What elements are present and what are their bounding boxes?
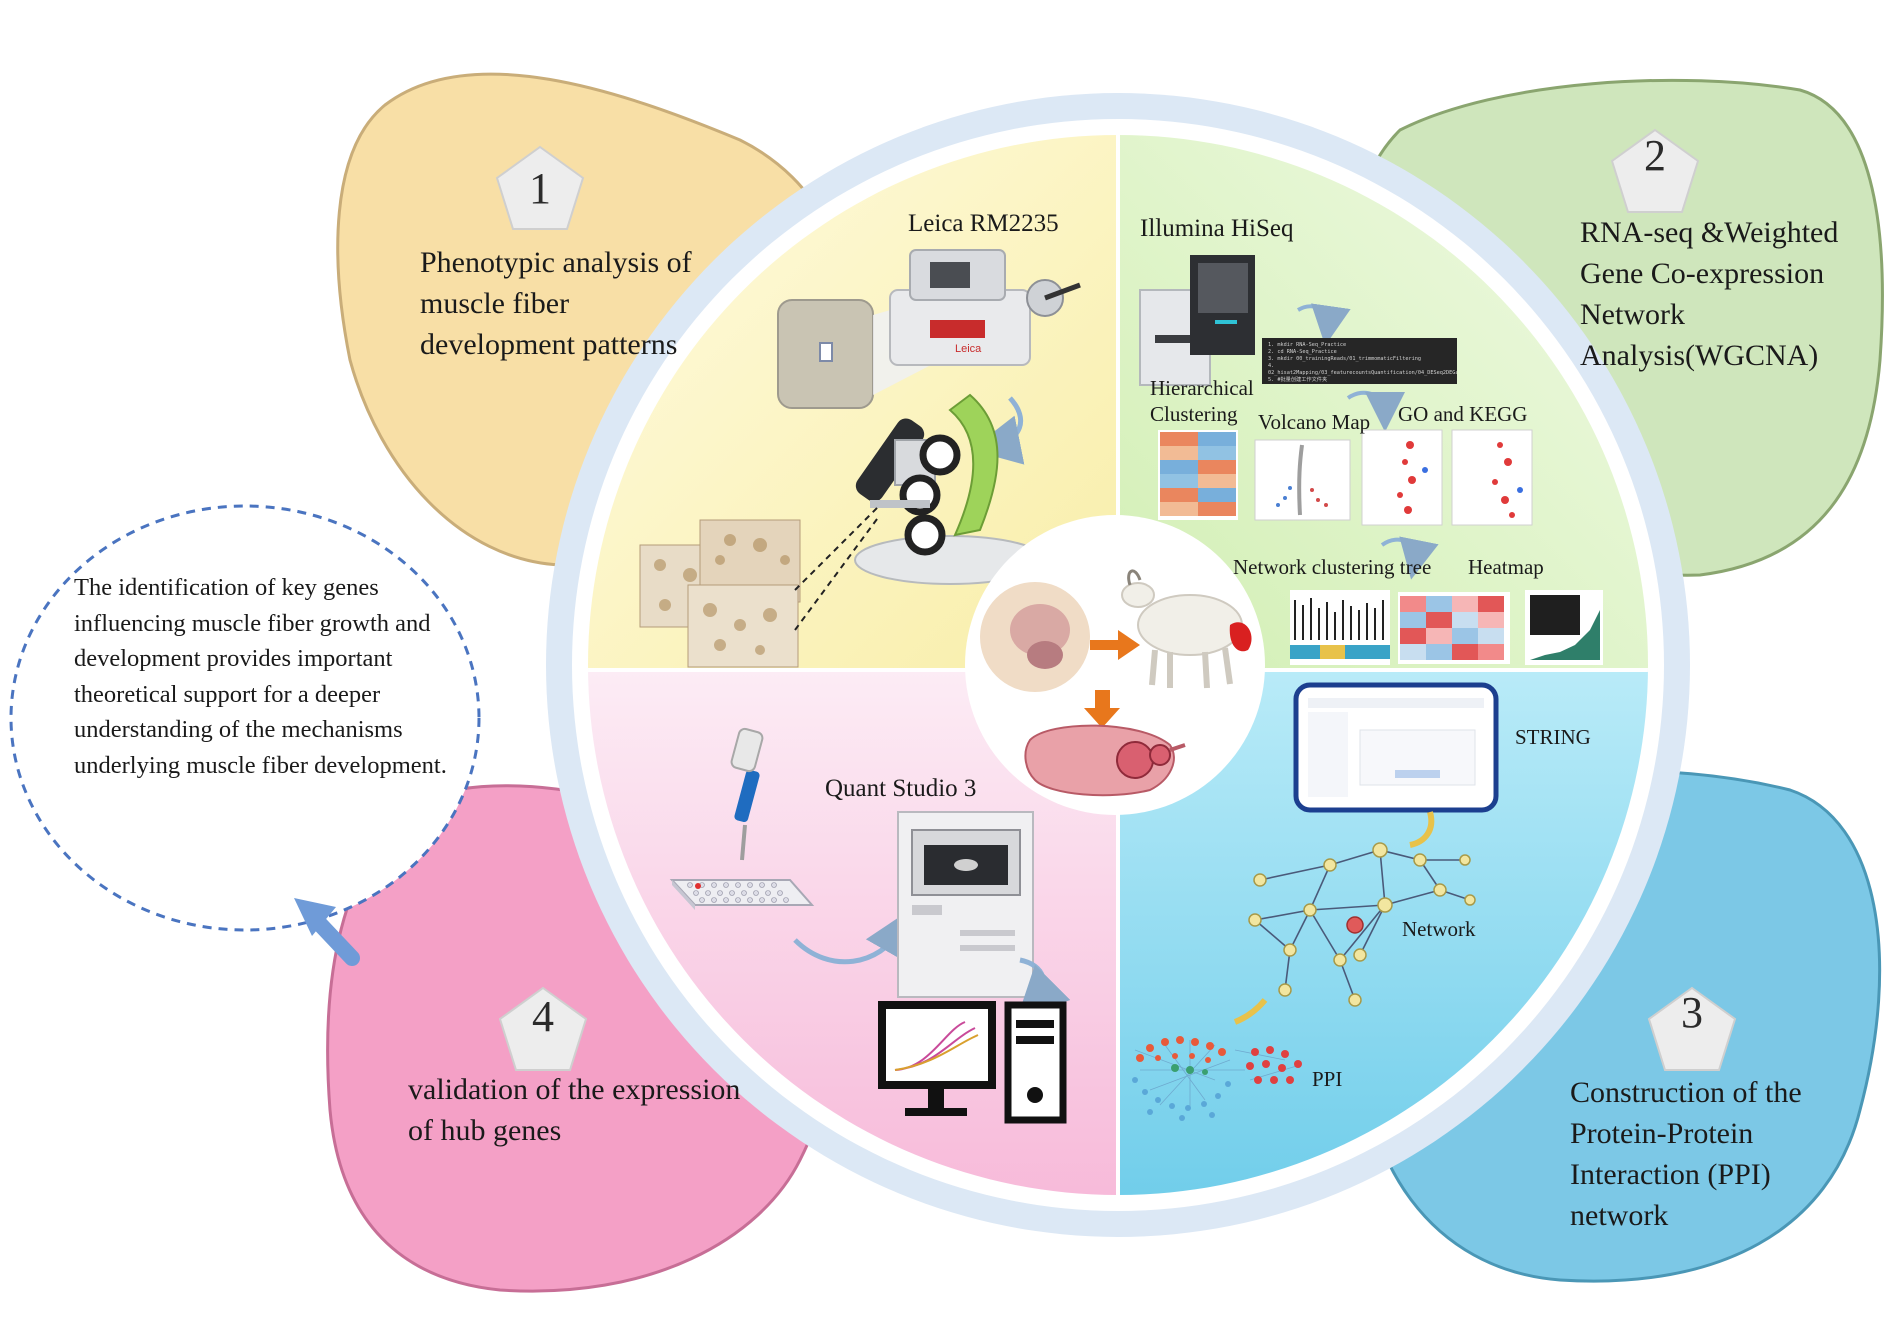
step-title-4: validation of the expression of hub gene… [408, 1073, 741, 1147]
expression-heatmap-thumb [1525, 590, 1603, 665]
label-network: Network [1402, 917, 1476, 941]
command-line-box: 1. mkdir RNA-Seq_Practice 2. cd RNA-Seq_… [1262, 338, 1457, 384]
qpcr-instrument-icon [897, 811, 1034, 998]
step-number-2: 2 [1644, 131, 1666, 180]
go-kegg-thumb [1361, 429, 1533, 526]
step-title-3: Construction of the Protein-Protein Inte… [1570, 1076, 1802, 1232]
code-line: 4. 02_hisat2Mapping/03_featurecountsQuan… [1268, 363, 1457, 376]
label-hierarchical: Hierarchical [1150, 376, 1254, 400]
label-volcano: Volcano Map [1258, 410, 1371, 434]
pentagon-4 [498, 986, 588, 1071]
well-plate-icon [669, 879, 815, 910]
ppi-cluster-graph [1132, 1036, 1302, 1121]
label-illumina: Illumina HiSeq [1140, 215, 1294, 242]
label-string: STRING [1515, 725, 1591, 749]
code-line: 5. #批量创建工作文件夹 [1268, 377, 1328, 383]
svg-text:Leica: Leica [955, 343, 982, 355]
volcano-plot-thumb [1254, 439, 1351, 521]
network-graph [1248, 842, 1476, 1007]
label-ppi: PPI [1312, 1067, 1343, 1091]
sequencer-icon [1139, 255, 1255, 386]
network-tree-thumb [1290, 590, 1390, 665]
label-network-tree: Network clustering tree [1233, 555, 1432, 579]
clustering-heatmap-thumb [1158, 430, 1238, 520]
code-line: 1. mkdir RNA-Seq_Practice [1268, 342, 1347, 348]
pentagon-3 [1647, 986, 1737, 1071]
pentagon-2 [1610, 128, 1700, 213]
computer-icon [878, 1001, 1067, 1124]
label-go-kegg: GO and KEGG [1398, 402, 1528, 426]
label-leica: Leica RM2235 [908, 210, 1059, 237]
note-text: The identification of key genes influenc… [74, 574, 447, 779]
muscle-fiber-icon [1024, 724, 1186, 797]
step-title-2: RNA-seq &Weighted Gene Co-expression Net… [1580, 216, 1839, 372]
arrow-goat-to-muscle [1084, 690, 1120, 728]
tissue-section-images [639, 504, 881, 668]
arrow-embryo-to-goat [1090, 630, 1140, 660]
microtome-icon: Leica [889, 249, 1081, 366]
label-quantstudio: Quant Studio 3 [825, 775, 977, 802]
pipette-icon [730, 727, 764, 861]
string-screenshot[interactable] [1293, 682, 1499, 813]
step-title-1: Phenotypic analysis of muscle fiber deve… [420, 246, 692, 361]
label-clustering: Clustering [1150, 402, 1238, 426]
embryo-icon [980, 582, 1090, 692]
goat-icon [1121, 569, 1252, 689]
code-line: 3. mkdir 00_trainingReads/01_trimmomatic… [1268, 356, 1422, 362]
note-circle [9, 504, 481, 932]
pentagon-1 [495, 145, 585, 230]
step-number-3: 3 [1681, 988, 1703, 1037]
step-number-4: 4 [532, 992, 554, 1041]
step-number-1: 1 [529, 164, 551, 213]
label-heatmap: Heatmap [1468, 555, 1544, 579]
arrow-to-note [294, 898, 360, 966]
module-heatmap-thumb [1398, 592, 1510, 664]
code-line: 2. cd RNA-Seq_Practice [1268, 349, 1337, 355]
